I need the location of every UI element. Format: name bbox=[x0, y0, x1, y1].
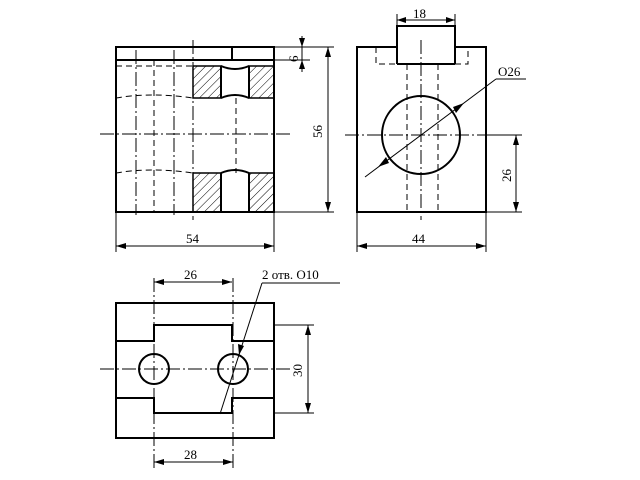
bore-mid-edge1 bbox=[220, 94, 250, 99]
section-hatch-ul bbox=[192, 65, 222, 99]
dim-text-side-slot: 18 bbox=[413, 6, 426, 21]
dim-text-front-width: 54 bbox=[186, 231, 200, 246]
dim-text-top-slot: 26 bbox=[184, 267, 198, 282]
arrow bbox=[476, 243, 486, 249]
hidden-line bbox=[375, 47, 397, 65]
dim-text-front-top: 6 bbox=[286, 55, 301, 62]
arrow bbox=[453, 103, 464, 113]
arrow bbox=[513, 202, 519, 212]
dim-text-side-hole: O26 bbox=[498, 64, 521, 79]
arrow bbox=[299, 60, 305, 69]
arrow bbox=[513, 135, 519, 145]
arrow bbox=[325, 202, 331, 212]
top-slot-lower bbox=[116, 397, 274, 414]
arrow bbox=[222, 279, 232, 285]
hidden-line bbox=[455, 47, 469, 65]
side-view: O26 18 44 26 bbox=[345, 6, 526, 252]
arrow bbox=[305, 403, 311, 413]
section-hatch-lr bbox=[248, 172, 275, 213]
section-hatch-ur bbox=[248, 65, 275, 99]
dim-text-side-width: 44 bbox=[412, 231, 426, 246]
dim-text-side-hole-height: 26 bbox=[499, 169, 514, 183]
arrow bbox=[264, 243, 274, 249]
arrow bbox=[223, 459, 233, 465]
arrow bbox=[299, 38, 305, 47]
arrow bbox=[116, 243, 126, 249]
arrow bbox=[397, 17, 406, 23]
top-view: 26 2 отв. O10 30 28 bbox=[100, 267, 340, 470]
arrow bbox=[305, 325, 311, 335]
arrow bbox=[154, 279, 164, 285]
arrow bbox=[154, 459, 164, 465]
top-slot-upper bbox=[116, 324, 274, 342]
bore-top-edge bbox=[220, 65, 250, 70]
arrow bbox=[238, 344, 244, 355]
bore-mid-edge2 bbox=[220, 169, 250, 174]
arrow bbox=[357, 243, 367, 249]
section-hatch-ll bbox=[192, 172, 222, 213]
front-view: 54 56 6 bbox=[100, 36, 334, 252]
arrow bbox=[378, 157, 389, 167]
arrow bbox=[325, 47, 331, 57]
top-outline bbox=[115, 302, 275, 439]
dim-text-front-height: 56 bbox=[310, 125, 325, 139]
arrow bbox=[446, 17, 455, 23]
holes-note: 2 отв. O10 bbox=[262, 267, 319, 282]
dim-text-top-height: 30 bbox=[290, 364, 305, 377]
dim-text-top-spacing: 28 bbox=[184, 447, 197, 462]
